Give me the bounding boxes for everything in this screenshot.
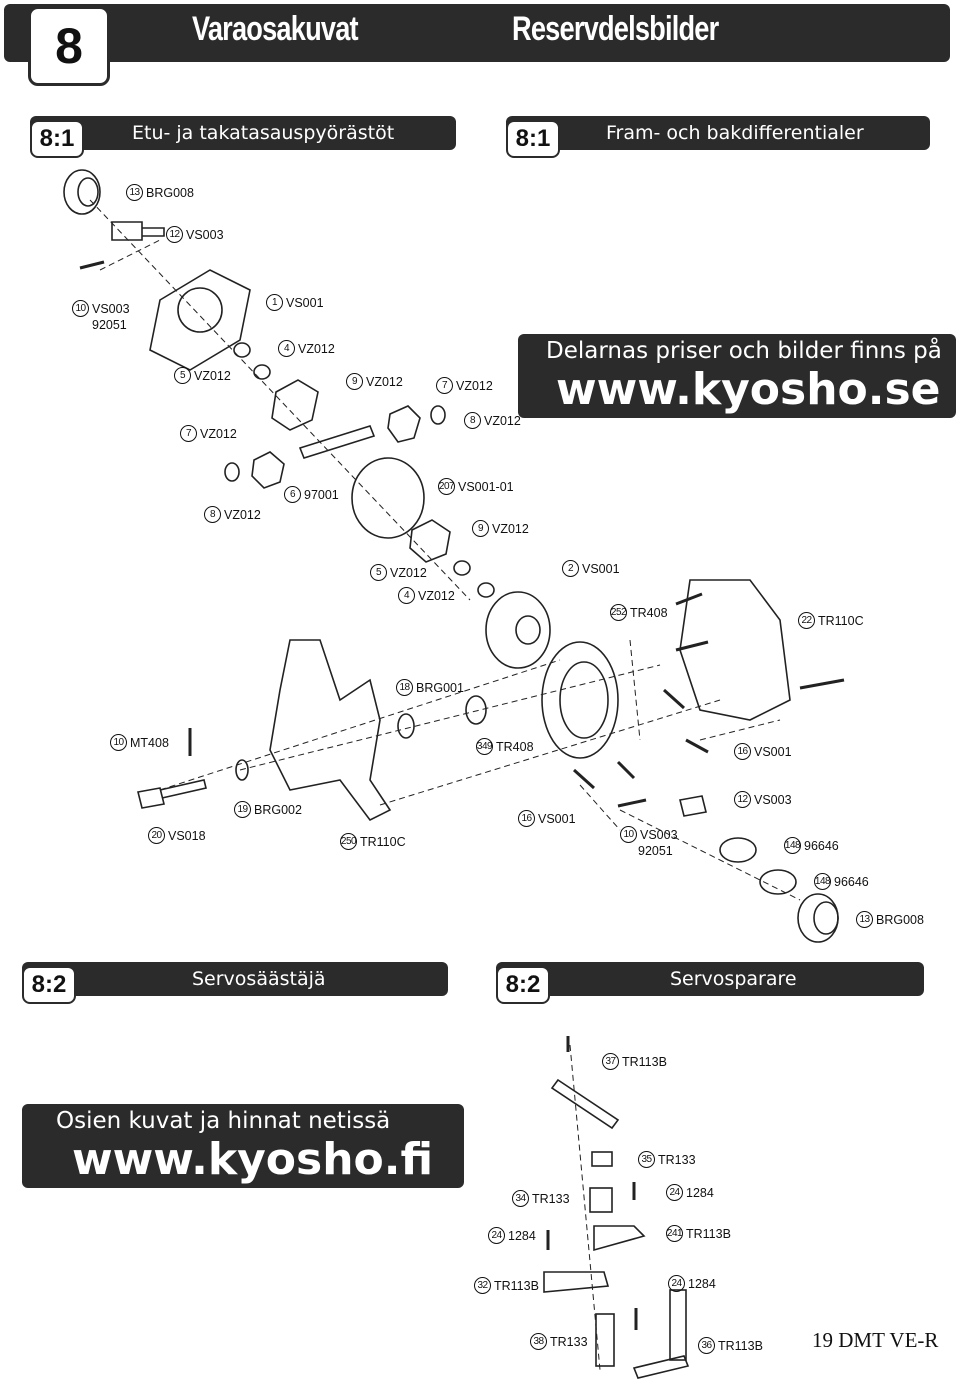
header-title-sv: Reservdelsbilder	[512, 10, 719, 48]
section-title-8-1-fi: Etu- ja takatasauspyörästöt	[132, 122, 395, 144]
section-bar-8-1-sv	[506, 116, 930, 150]
header-title-fi: Varaosakuvat	[192, 10, 359, 48]
info-box-fi: Osien kuvat ja hinnat netissä www.kyosho…	[22, 1104, 464, 1188]
section-title-8-2-fi: Servosäästäjä	[192, 968, 326, 990]
page-header-bar	[4, 4, 950, 62]
section-bar-8-1-fi	[30, 116, 456, 150]
info-fi-text: Osien kuvat ja hinnat netissä	[56, 1108, 391, 1134]
section-title-8-2-sv: Servosparare	[670, 968, 797, 990]
section-bar-8-2-sv	[496, 962, 924, 996]
info-fi-url[interactable]: www.kyosho.fi	[72, 1134, 434, 1185]
section-number-8-1-sv: 8:1	[506, 120, 560, 158]
info-sv-text: Delarnas priser och bilder finns på	[546, 338, 942, 364]
part-sub-code: 92051	[638, 844, 673, 858]
section-title-8-1-sv: Fram- och bakdifferentialer	[606, 122, 864, 144]
section-number-8-1-fi: 8:1	[30, 120, 84, 158]
section-number-8-2-sv: 8:2	[496, 966, 550, 1004]
section-bar-8-2-fi	[22, 962, 448, 996]
info-sv-url[interactable]: www.kyosho.se	[556, 364, 941, 415]
section-number-8-2-fi: 8:2	[22, 966, 76, 1004]
page-footer-ref: 19 DMT VE-R	[812, 1328, 939, 1352]
page-number: 8	[28, 6, 110, 86]
info-box-sv: Delarnas priser och bilder finns på www.…	[518, 334, 956, 418]
part-sub-code: 92051	[92, 318, 127, 332]
